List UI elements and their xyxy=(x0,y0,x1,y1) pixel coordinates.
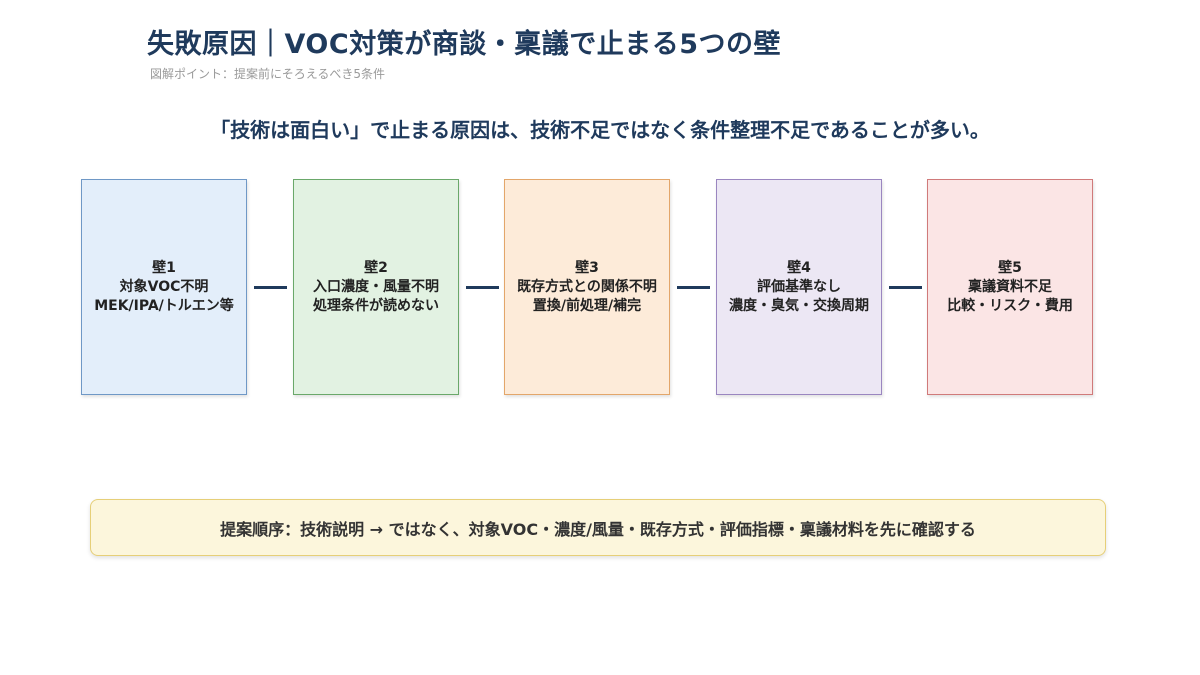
wall-4-text: 壁4 評価基準なし 濃度・臭気・交換周期 xyxy=(723,259,875,316)
proposal-order-text: 提案順序：技術説明 → ではなく、対象VOC・濃度/風量・既存方式・評価指標・稟… xyxy=(220,519,976,539)
proposal-order-box: 提案順序：技術説明 → ではなく、対象VOC・濃度/風量・既存方式・評価指標・稟… xyxy=(90,499,1106,556)
wall-5-text: 壁5 稟議資料不足 比較・リスク・費用 xyxy=(941,259,1079,316)
page-subtitle: 図解ポイント：提案前にそろえるべき5条件 xyxy=(150,67,386,81)
wall-1-label: 壁1 xyxy=(152,259,176,276)
wall-4-line-2: 濃度・臭気・交換周期 xyxy=(729,297,869,314)
wall-5-line-2: 比較・リスク・費用 xyxy=(947,297,1073,314)
connector-2-3 xyxy=(466,286,499,289)
wall-3-line-2: 置換/前処理/補完 xyxy=(532,297,642,314)
wall-3-text: 壁3 既存方式との関係不明 置換/前処理/補完 xyxy=(511,259,663,316)
wall-box-3: 壁3 既存方式との関係不明 置換/前処理/補完 xyxy=(504,179,670,395)
wall-3-line-1: 既存方式との関係不明 xyxy=(517,278,657,295)
wall-5-line-1: 稟議資料不足 xyxy=(967,278,1052,295)
lead-message: 「技術は面白い」で止まる原因は、技術不足ではなく条件整理不足であることが多い。 xyxy=(210,118,990,142)
wall-1-line-1: 対象VOC不明 xyxy=(119,278,209,295)
wall-2-line-2: 処理条件が読めない xyxy=(313,297,439,314)
page-title: 失敗原因｜VOC対策が商談・稟議で止まる5つの壁 xyxy=(147,29,781,60)
connector-3-4 xyxy=(677,286,710,289)
wall-box-5: 壁5 稟議資料不足 比較・リスク・費用 xyxy=(927,179,1093,395)
wall-box-2: 壁2 入口濃度・風量不明 処理条件が読めない xyxy=(293,179,459,395)
wall-5-label: 壁5 xyxy=(998,259,1022,276)
wall-4-line-1: 評価基準なし xyxy=(757,278,841,295)
wall-3-label: 壁3 xyxy=(575,259,599,276)
wall-1-text: 壁1 対象VOC不明 MEK/IPA/トルエン等 xyxy=(88,259,240,316)
connector-1-2 xyxy=(254,286,287,289)
connector-4-5 xyxy=(889,286,922,289)
wall-box-1: 壁1 対象VOC不明 MEK/IPA/トルエン等 xyxy=(81,179,247,395)
wall-2-label: 壁2 xyxy=(364,259,388,276)
wall-2-text: 壁2 入口濃度・風量不明 処理条件が読めない xyxy=(307,259,445,316)
wall-2-line-1: 入口濃度・風量不明 xyxy=(313,278,439,295)
wall-4-label: 壁4 xyxy=(787,259,811,276)
wall-1-line-2: MEK/IPA/トルエン等 xyxy=(94,297,234,314)
wall-box-4: 壁4 評価基準なし 濃度・臭気・交換周期 xyxy=(716,179,882,395)
